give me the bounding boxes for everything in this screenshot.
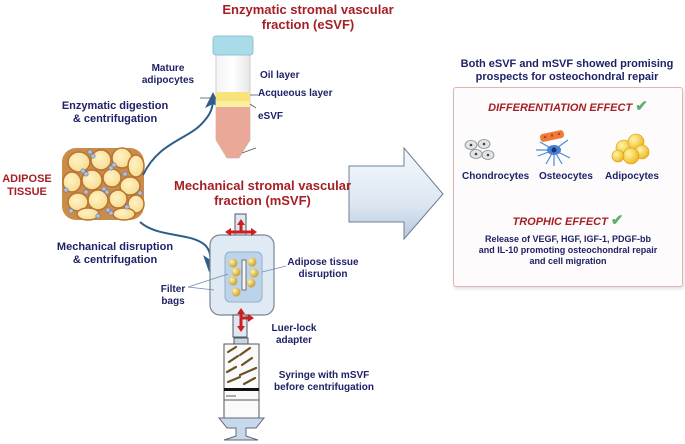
conclusion-line1: Both eSVF and mSVF showed promising <box>460 58 674 70</box>
luer-line2: adapter <box>275 335 313 346</box>
esvf-title: Enzymatic stromal vascular fraction (eSV… <box>188 2 428 32</box>
adipose-line1: ADIPOSE <box>2 173 52 185</box>
filter-line1: Filter <box>160 284 186 295</box>
syringe-line1: Syringe with mSVF <box>278 370 370 381</box>
label-tissue-disruption: Adipose tissue disruption <box>282 257 364 281</box>
label-filter-bags: Filter bags <box>155 284 191 308</box>
msvf-title: Mechanical stromal vascular fraction (mS… <box>160 178 365 208</box>
conclusion-heading: Both eSVF and mSVF showed promising pros… <box>450 58 684 84</box>
msvf-title-line1: Mechanical stromal vascular <box>173 178 352 193</box>
check-icon: ✔ <box>610 212 624 229</box>
label-adipose-tissue: ADIPOSE TISSUE <box>0 173 54 199</box>
syringe-line2: before centrifugation <box>273 382 374 393</box>
trophic-line2: and IL-10 promoting osteochondral repair <box>478 245 658 255</box>
msvf-device-illustration <box>209 213 275 338</box>
label-luer-lock: Luer-lock adapter <box>266 323 322 347</box>
differentiation-title: DIFFERENTIATION EFFECT <box>488 102 633 114</box>
adipose-tissue-illustration <box>62 147 145 221</box>
chondrocytes-icon <box>464 139 495 160</box>
conclusion-line2: prospects for osteochondral repair <box>475 71 659 83</box>
check-icon: ✔ <box>635 98 648 115</box>
esvf-tube-illustration <box>212 35 254 159</box>
effects-panel: DIFFERENTIATION EFFECT ✔ <box>453 87 683 287</box>
trophic-description: Release of VEGF, HGF, IGF-1, PDGF-bb and… <box>454 234 682 267</box>
cell-label-adipocytes: Adipocytes <box>605 171 659 182</box>
disruption-line1: Adipose tissue <box>287 257 359 268</box>
big-right-arrow <box>348 146 444 241</box>
label-esvf: eSVF <box>258 111 284 122</box>
mature-line1: Mature <box>151 63 185 74</box>
adipocytes-icon <box>611 133 650 165</box>
trophic-line1: Release of VEGF, HGF, IGF-1, PDGF-bb <box>484 234 652 244</box>
msvf-title-line2: fraction (mSVF) <box>214 193 311 208</box>
enzymatic-line2: & centrifugation <box>72 113 158 125</box>
osteocytes-icon <box>536 130 571 166</box>
esvf-title-line2: fraction (eSVF) <box>261 17 355 32</box>
trophic-line3: and cell migration <box>529 256 607 266</box>
mechanical-line1: Mechanical disruption <box>56 241 174 253</box>
esvf-title-line1: Enzymatic stromal vascular <box>222 2 394 17</box>
mechanical-line2: & centrifugation <box>72 254 158 266</box>
trophic-heading: TROPHIC EFFECT ✔ <box>454 212 682 229</box>
label-mature-adipocytes: Mature adipocytes <box>135 63 201 87</box>
adipose-line2: TISSUE <box>7 186 47 198</box>
filter-line2: bags <box>161 296 185 307</box>
cell-icons <box>464 130 650 166</box>
syringe-illustration <box>217 337 266 441</box>
cell-label-chondrocytes: Chondrocytes <box>462 171 530 182</box>
luer-line1: Luer-lock <box>271 323 317 334</box>
disruption-line2: disruption <box>298 269 348 280</box>
trophic-title: TROPHIC EFFECT <box>512 216 608 228</box>
label-syringe: Syringe with mSVF before centrifugation <box>264 370 384 394</box>
enzymatic-arrow <box>142 92 221 176</box>
differentiation-heading: DIFFERENTIATION EFFECT ✔ <box>454 98 682 115</box>
cell-label-osteocytes: Osteocytes <box>539 171 593 182</box>
label-enzymatic-step: Enzymatic digestion & centrifugation <box>50 100 180 126</box>
label-mechanical-step: Mechanical disruption & centrifugation <box>50 241 180 267</box>
label-aqueous-layer: Acqueous layer <box>258 88 333 99</box>
mature-line2: adipocytes <box>141 75 195 86</box>
label-oil-layer: Oil layer <box>260 70 300 81</box>
enzymatic-line1: Enzymatic digestion <box>61 100 169 112</box>
